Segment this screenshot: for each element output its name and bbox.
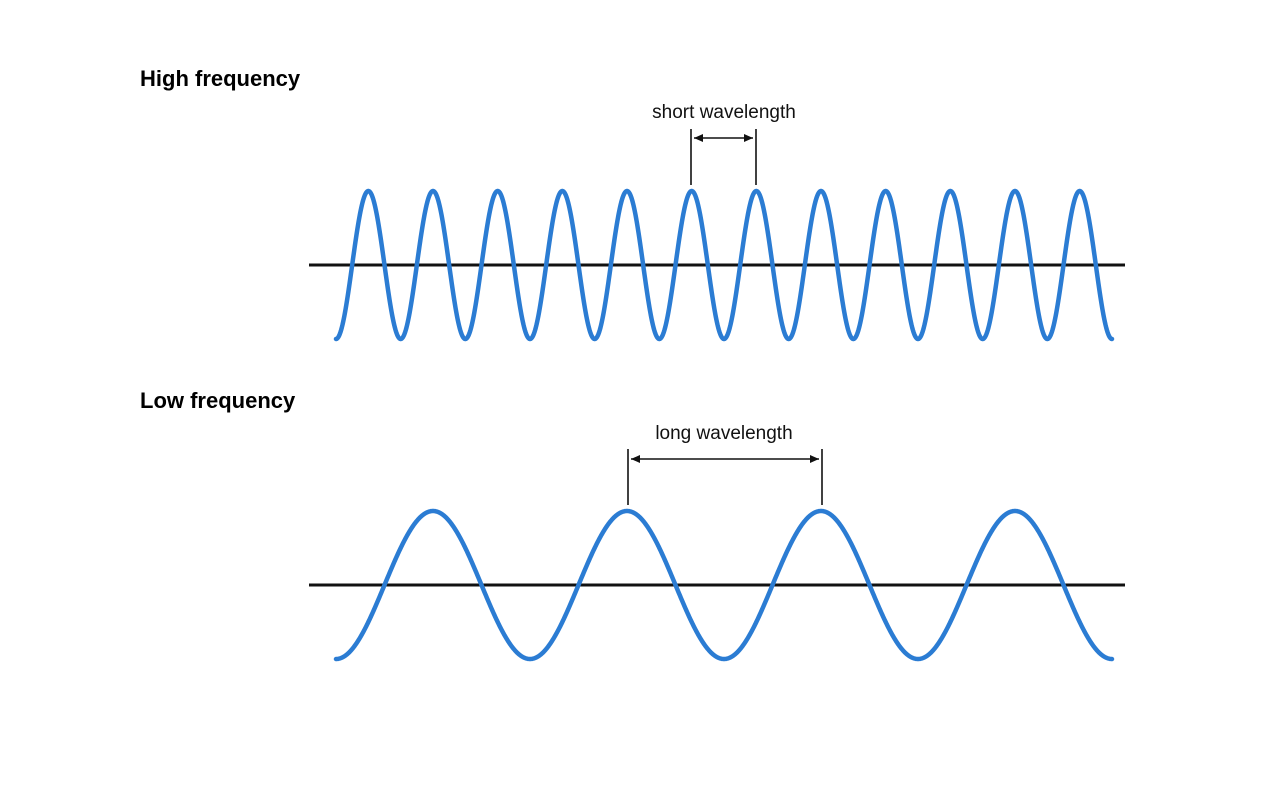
short-wavelength-marker: short wavelength bbox=[652, 102, 796, 185]
low-frequency-title: Low frequency bbox=[140, 388, 296, 413]
low-frequency-panel: Low frequency long wavelength bbox=[140, 388, 1125, 662]
long-wavelength-marker: long wavelength bbox=[627, 423, 823, 505]
short-wavelength-arrowhead-right bbox=[744, 134, 753, 142]
long-wavelength-arrowhead-left bbox=[631, 455, 640, 463]
long-wavelength-label: long wavelength bbox=[655, 423, 792, 444]
short-wavelength-arrowhead-left bbox=[694, 134, 703, 142]
short-wavelength-label: short wavelength bbox=[652, 102, 796, 123]
long-wavelength-arrowhead-right bbox=[810, 455, 819, 463]
high-frequency-wave bbox=[333, 188, 1115, 342]
low-frequency-wave bbox=[333, 508, 1115, 662]
high-frequency-title: High frequency bbox=[140, 66, 301, 91]
high-frequency-panel: High frequency short wavelength bbox=[140, 66, 1125, 342]
